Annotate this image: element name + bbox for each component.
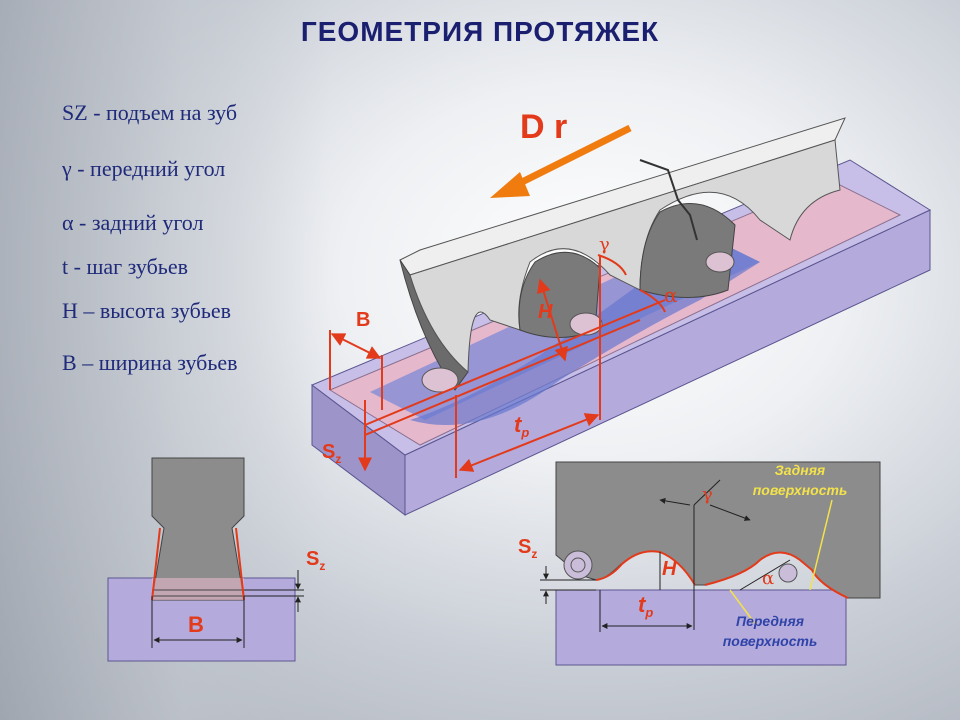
- legend-symbol: B: [62, 350, 77, 375]
- pitch-label: tp: [514, 412, 529, 440]
- rake-angle-label: γ: [599, 234, 610, 255]
- profile-clearance-angle-label: α: [762, 568, 774, 589]
- pitch-letter: t: [514, 412, 523, 437]
- dimension-lines: [329, 254, 666, 478]
- profile-rake-angle-label: γ: [702, 484, 713, 505]
- profile-rise-label: Sz: [518, 536, 537, 561]
- legend-symbol: H: [62, 298, 78, 323]
- pitch-letter: t: [638, 592, 647, 617]
- legend-item-alpha: α - задний угол: [62, 210, 204, 236]
- rise-letter: S: [518, 536, 531, 558]
- legend-symbol: SZ: [62, 100, 88, 125]
- section-rise-label: Sz: [306, 548, 325, 573]
- broach-3d-illustration: [311, 117, 932, 517]
- legend-text: - подъем на зуб: [87, 100, 238, 125]
- rise-subscript: z: [531, 547, 537, 561]
- legend-item-gamma: γ - передний угол: [62, 156, 225, 182]
- section-width-label: B: [188, 612, 204, 637]
- front-surface-label-line1: Передняя: [736, 613, 804, 629]
- front-surface-label-line2: поверхность: [723, 633, 818, 649]
- motion-arrow: [490, 124, 632, 198]
- legend-text: – высота зубьев: [77, 298, 231, 323]
- height-label: H: [538, 301, 553, 323]
- tooth-profile-view: [540, 461, 881, 666]
- legend-item-t: t - шаг зубьев: [62, 254, 188, 280]
- legend-symbol: α: [62, 210, 74, 235]
- legend-text: - шаг зубьев: [68, 254, 188, 279]
- back-surface-label-line1: Задняя: [775, 462, 825, 478]
- legend-text: – ширина зубьев: [76, 350, 238, 375]
- legend-item-h: H – высота зубьев: [62, 298, 231, 324]
- back-surface-label-line2: поверхность: [753, 482, 848, 498]
- legend-item-b: B – ширина зубьев: [62, 350, 238, 376]
- legend-symbol: γ: [62, 156, 72, 181]
- rise-letter: S: [322, 441, 335, 463]
- pitch-subscript: p: [520, 425, 529, 440]
- cross-section-view: [107, 457, 304, 662]
- width-label: B: [356, 309, 370, 331]
- profile-height-label: H: [662, 558, 677, 580]
- motion-label: D r: [520, 108, 567, 146]
- page-title: ГЕОМЕТРИЯ ПРОТЯЖЕК: [300, 16, 660, 47]
- rise-subscript: z: [335, 452, 341, 466]
- rise-label-main: Sz: [322, 441, 341, 466]
- rise-subscript: z: [319, 559, 325, 573]
- rise-letter: S: [306, 548, 319, 570]
- legend-symbol: t: [62, 254, 69, 279]
- legend-text: - задний угол: [73, 210, 204, 235]
- legend-item-sz: SZ - подъем на зуб: [62, 100, 237, 126]
- pitch-subscript: p: [644, 605, 653, 620]
- profile-pitch-label: tp: [638, 592, 653, 620]
- clearance-angle-label: α: [664, 283, 678, 307]
- legend-text: - передний угол: [71, 156, 226, 181]
